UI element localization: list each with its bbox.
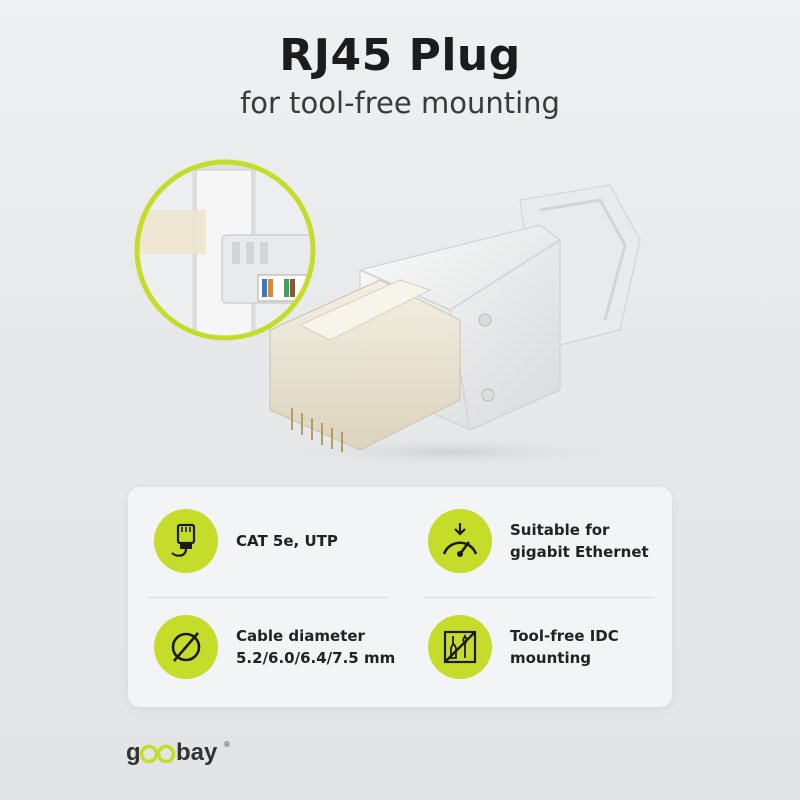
rj45-plug-illustration (260, 184, 641, 468)
feature-tool-free: Tool-free IDC mounting (428, 615, 619, 679)
feature-label: Suitable for gigabit Ethernet (510, 521, 649, 561)
product-image (134, 159, 641, 468)
zoom-inset (134, 159, 316, 341)
svg-text:®: ® (224, 740, 230, 749)
rj45-cable-icon (154, 509, 218, 573)
speed-gauge-icon (428, 509, 492, 573)
diameter-icon (154, 615, 218, 679)
svg-text:g: g (126, 739, 141, 766)
svg-text:bay: bay (176, 739, 218, 766)
divider (148, 597, 388, 598)
feature-gigabit: Suitable for gigabit Ethernet (428, 509, 649, 573)
no-tools-icon (428, 615, 492, 679)
divider (424, 597, 654, 598)
feature-label: Cable diameter 5.2/6.0/6.4/7.5 mm (236, 627, 396, 667)
feature-label: CAT 5e, UTP (236, 532, 338, 550)
page-subtitle: for tool-free mounting (240, 86, 560, 120)
feature-label: Tool-free IDC mounting (510, 627, 619, 667)
feature-cat5e: CAT 5e, UTP (154, 509, 338, 573)
feature-card: CAT 5e, UTP Suitable for gigabit Etherne… (128, 487, 672, 707)
goobay-logo: g bay ® (126, 736, 246, 774)
page-title: RJ45 Plug (279, 30, 521, 81)
feature-cable-diameter: Cable diameter 5.2/6.0/6.4/7.5 mm (154, 615, 395, 679)
